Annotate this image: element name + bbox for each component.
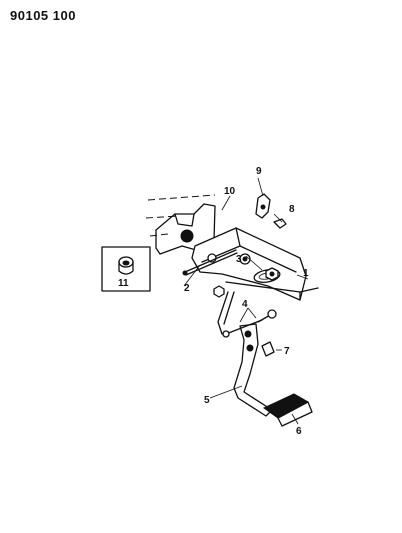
pivot-bolt [182,249,238,276]
callout-9: 9 [256,166,262,177]
nut-lower [213,285,225,298]
mounting-bracket [145,194,216,255]
switch-bracket-item-9 [255,193,271,219]
clip-item-8 [273,218,287,229]
callout-5: 5 [204,395,210,406]
leader-lines [183,177,309,425]
callout-10: 10 [224,186,236,197]
nut-item-3 [265,267,279,281]
pedal-pad [263,393,313,427]
brake-pedal-arm [217,291,273,417]
document-number: 90105 100 [10,8,76,23]
callout-7: 7 [284,346,290,357]
callout-1: 1 [303,268,309,279]
callout-3: 3 [236,254,242,265]
bolt-item-4 [257,309,277,323]
inset-box-item-11 [101,246,151,292]
callout-6: 6 [296,426,302,437]
callout-2: 2 [184,283,190,294]
bumper-item-7 [261,341,275,357]
callout-4: 4 [242,299,248,310]
callout-11: 11 [118,278,129,289]
callout-8: 8 [289,204,295,215]
